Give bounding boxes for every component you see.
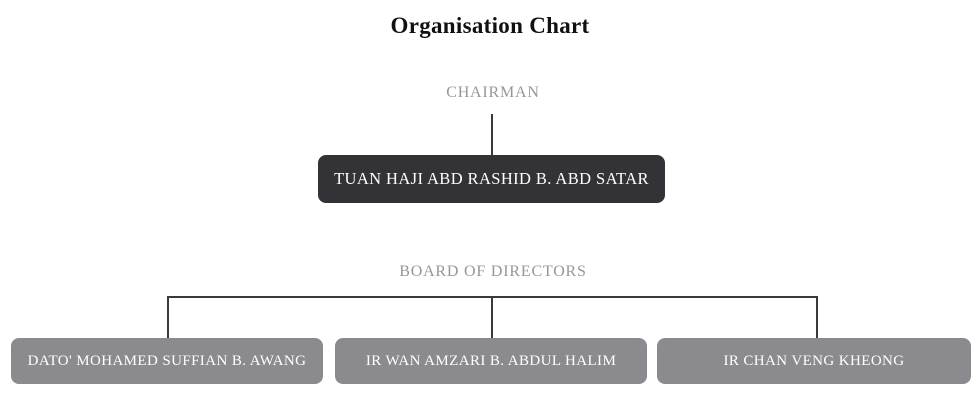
board-member-node: IR WAN AMZARI B. ABDUL HALIM (335, 338, 647, 384)
page-title: Organisation Chart (390, 13, 590, 38)
board-member-node: IR CHAN VENG KHEONG (657, 338, 971, 384)
chairman-connector-line (491, 114, 493, 155)
board-member-label: DATO' MOHAMED SUFFIAN B. AWANG (27, 352, 307, 369)
board-connector-drop-middle (491, 296, 493, 338)
board-member-label: IR CHAN VENG KHEONG (723, 352, 905, 369)
board-member-label: IR WAN AMZARI B. ABDUL HALIM (365, 352, 617, 369)
chairman-node-label: TUAN HAJI ABD RASHID B. ABD SATAR (334, 169, 649, 188)
board-member-node: DATO' MOHAMED SUFFIAN B. AWANG (11, 338, 323, 384)
board-tier-label: BOARD OF DIRECTORS (399, 263, 587, 280)
chairman-node: TUAN HAJI ABD RASHID B. ABD SATAR (318, 155, 665, 203)
board-connector-horizontal-line (167, 296, 818, 298)
board-connector-drop-right (816, 296, 818, 338)
board-connector-drop-left (167, 296, 169, 338)
chairman-tier-label: CHAIRMAN (446, 84, 540, 101)
